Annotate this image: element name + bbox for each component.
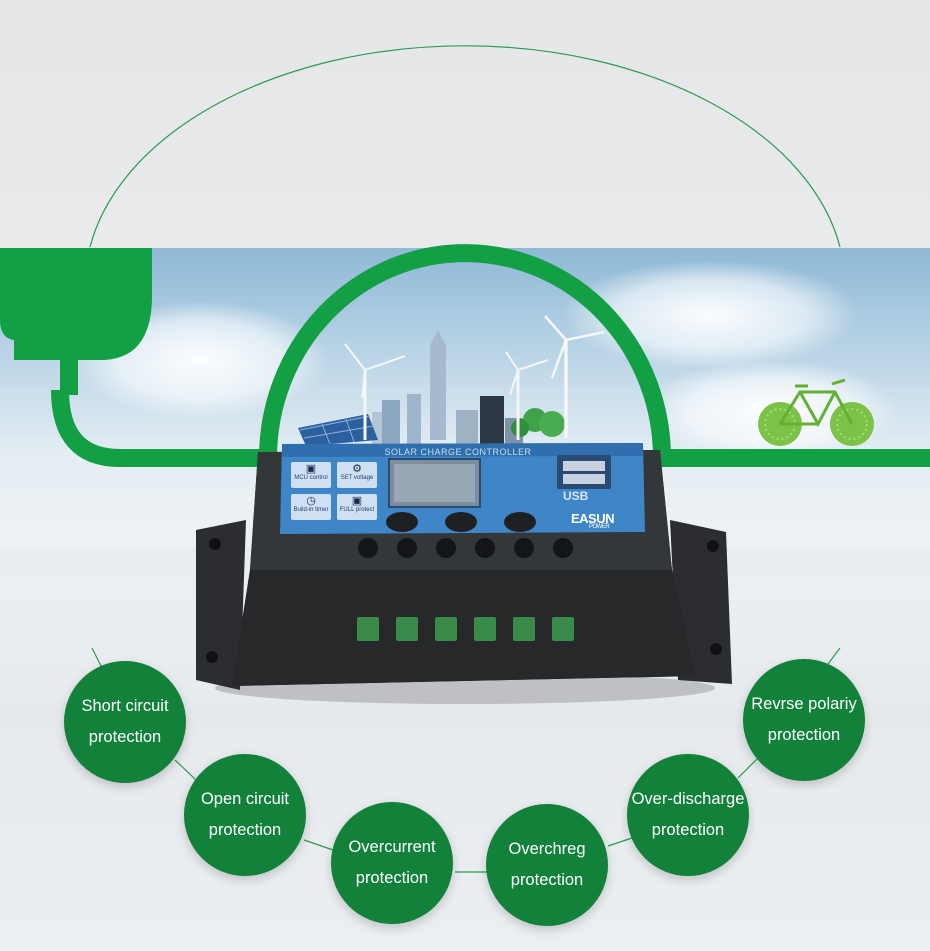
lock-icon: ▣FULL protect: [337, 494, 377, 520]
up-button: [445, 512, 477, 532]
feature-subtitle: protection: [510, 871, 584, 889]
feature-subtitle: protection: [88, 728, 162, 746]
icon-label: Build-in timer: [293, 507, 329, 513]
feature-badge-overcharge: Overchreg protection: [486, 804, 608, 926]
gear-icon: ⚙SET voltage: [337, 462, 377, 488]
feature-badge-over-discharge: Over-discharge protection: [627, 754, 749, 876]
bicycle-icon: [758, 378, 874, 446]
badge-connector-lines: [91, 647, 841, 873]
icon-label: FULL protect: [339, 507, 375, 513]
usb-label: USB: [563, 489, 589, 503]
feature-subtitle: protection: [208, 821, 282, 839]
feature-title: Overcurrent: [348, 838, 436, 856]
terminal-screws: [358, 538, 573, 558]
feature-title: Open circuit: [200, 790, 290, 808]
feature-badge-short-circuit: Short circuit protection: [64, 661, 186, 783]
brand-label: EASUN POWER: [571, 511, 615, 530]
clock-icon: ◷Build-in timer: [291, 494, 331, 520]
feature-subtitle: protection: [767, 726, 841, 744]
feature-badge-reverse-polarity: Revrse polariy protection: [743, 659, 865, 781]
green-arch: [259, 244, 671, 459]
wind-turbine-icon: [344, 343, 406, 440]
green-line-right: [655, 449, 930, 467]
feature-title: Revrse polariy: [751, 695, 857, 713]
panel-title: SOLAR CHARGE CONTROLLER: [384, 447, 532, 457]
feature-title: Short circuit: [81, 697, 169, 715]
feature-title: Over-discharge: [631, 790, 745, 808]
feature-title: Overchreg: [508, 840, 586, 858]
terminal-blocks: [357, 617, 574, 641]
wind-turbine-icon: [505, 351, 549, 440]
icon-label: SET voltage: [340, 475, 374, 481]
feature-badge-open-circuit: Open circuit protection: [184, 754, 306, 876]
feature-badge-overcurrent: Overcurrent protection: [331, 802, 453, 924]
brand-sub: POWER: [589, 524, 610, 530]
feature-subtitle: protection: [651, 821, 725, 839]
wind-turbine-icon: [544, 315, 605, 438]
feature-subtitle: protection: [355, 869, 429, 887]
city-skyline-illustration: [298, 330, 565, 446]
outer-arc: [89, 45, 841, 248]
plug-icon: [0, 248, 270, 467]
down-button: [504, 512, 536, 532]
icon-label: MCU control: [294, 475, 328, 481]
mcu-icon: ▣MCU control: [291, 462, 331, 488]
brand-name: EASUN: [571, 511, 615, 526]
menu-button: [386, 512, 418, 532]
